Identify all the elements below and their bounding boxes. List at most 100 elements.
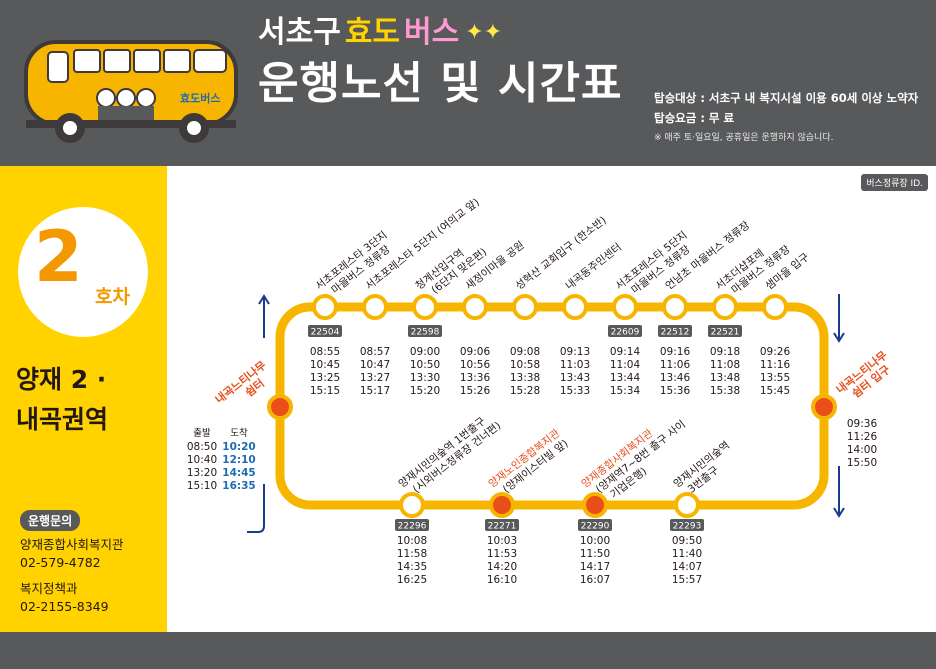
stop-id: 22598 [411, 328, 440, 338]
route-sidebar: 2 호차 양재 2 · 내곡권역 운행문의 양재종합사회복지관 02-579-4… [0, 166, 167, 632]
bottom-stop-marker [399, 492, 425, 518]
stop-time: 10:00 [580, 535, 610, 547]
stop-time: 13:30 [410, 372, 440, 384]
stop-time: 13:36 [460, 372, 491, 384]
stop-time: 09:16 [660, 346, 691, 358]
stop-time: 11:16 [760, 359, 791, 371]
bottom-stop-label: 양재시민의숲역 1번출구(시외버스정류장 건너편) [396, 415, 503, 496]
stop-time: 09:06 [460, 346, 491, 358]
stop-time: 13:48 [710, 372, 740, 384]
right-terminal-marker [811, 394, 837, 420]
area-line1: 양재 2 · [16, 365, 107, 394]
contact-info: 양재종합사회복지관 02-579-4782 복지정책과 02-2155-8349 [20, 536, 124, 616]
top-stop-marker [412, 294, 438, 320]
route-badge [18, 207, 148, 337]
stop-time: 15:38 [710, 385, 740, 397]
stop-time: 10:50 [410, 359, 440, 371]
contact2-phone: 02-2155-8349 [20, 599, 109, 614]
right-terminal-time: 09:36 [847, 418, 878, 430]
stop-time: 13:44 [610, 372, 641, 384]
stop-time: 10:03 [487, 535, 517, 547]
contact-badge: 운행문의 [20, 510, 81, 531]
route-number: 2 [34, 216, 83, 298]
stop-time: 10:47 [360, 359, 390, 371]
stop-time: 13:46 [660, 372, 691, 384]
stop-time: 13:27 [360, 372, 390, 384]
stop-time: 10:56 [460, 359, 491, 371]
stop-id: 22521 [711, 328, 740, 338]
stop-time: 11:08 [710, 359, 740, 371]
stop-id: 22609 [611, 328, 640, 338]
top-stop-marker [562, 294, 588, 320]
stop-time: 15:28 [510, 385, 540, 397]
district-name: 서초구 [258, 15, 341, 50]
stop-id-badge [395, 519, 429, 531]
stop-time: 11:50 [580, 548, 610, 560]
stop-time: 09:18 [710, 346, 740, 358]
stop-time: 15:17 [360, 385, 390, 397]
stop-time: 13:25 [310, 372, 340, 384]
stop-id-badge [408, 325, 442, 337]
stop-time: 10:58 [510, 359, 540, 371]
stop-id-badge [485, 519, 519, 531]
arrival-header: 도착 [230, 428, 248, 439]
stop-time: 11:04 [610, 359, 641, 371]
stop-time: 16:25 [397, 574, 427, 586]
stop-time: 10:45 [310, 359, 340, 371]
area-line2: 내곡권역 [16, 405, 109, 434]
stop-time: 11:58 [397, 548, 427, 560]
stop-time: 16:10 [487, 574, 517, 586]
stop-time: 15:45 [760, 385, 790, 397]
arrow-right-down-head [833, 332, 845, 343]
bottom-stop-marker [582, 492, 608, 518]
stop-id: 22296 [398, 522, 427, 532]
bus-illustration: 효도버스 [24, 40, 238, 143]
arrow-left-up-head [258, 294, 270, 305]
brand-bus: 버스 [404, 15, 460, 50]
stop-time: 15:26 [460, 385, 491, 397]
stop-time: 09:13 [560, 346, 590, 358]
right-terminal-time: 14:00 [847, 444, 877, 456]
stop-id-badge [608, 325, 642, 337]
arrow-left-bottom [247, 484, 265, 533]
top-stop-marker [312, 294, 338, 320]
stop-time: 15:33 [560, 385, 590, 397]
stop-time: 11:40 [672, 548, 702, 560]
stop-id: 22290 [581, 522, 610, 532]
stop-time: 15:15 [310, 385, 340, 397]
stop-time: 08:55 [310, 346, 340, 358]
stop-id: 22504 [311, 328, 340, 338]
service-note: ※ 매주 토·일요일, 공휴일은 운행하지 않습니다. [654, 133, 834, 143]
stop-id: 22293 [673, 522, 702, 532]
stop-time: 11:06 [660, 359, 691, 371]
top-stop-marker [512, 294, 538, 320]
departure-time: 10:40 [187, 454, 217, 466]
fare-text: 탑승요금 : 무 료 [654, 111, 735, 125]
stop-time: 09:14 [610, 346, 641, 358]
stop-time: 13:38 [510, 372, 540, 384]
stop-id-legend: 버스정류장 ID. [861, 174, 928, 191]
stop-id-badge [658, 325, 692, 337]
top-stop-name: 성혁산 교회입구 (한소반) [513, 213, 609, 292]
right-terminal-time: 15:50 [847, 457, 877, 469]
top-stop-marker [662, 294, 688, 320]
stop-time: 10:08 [397, 535, 427, 547]
stop-id: 22512 [661, 328, 690, 338]
stop-time: 15:36 [660, 385, 691, 397]
route-loop [275, 302, 829, 510]
stop-id-badge [578, 519, 612, 531]
top-stop-marker [362, 294, 388, 320]
arrival-time: 12:10 [222, 454, 255, 466]
stop-id-badge [670, 519, 704, 531]
stop-time: 11:53 [487, 548, 517, 560]
stop-time: 09:08 [510, 346, 540, 358]
arrival-time: 14:45 [222, 467, 255, 479]
stop-id-badge [308, 325, 342, 337]
page-title: 운행노선 및 시간표 [258, 58, 623, 109]
stop-time: 16:07 [580, 574, 610, 586]
